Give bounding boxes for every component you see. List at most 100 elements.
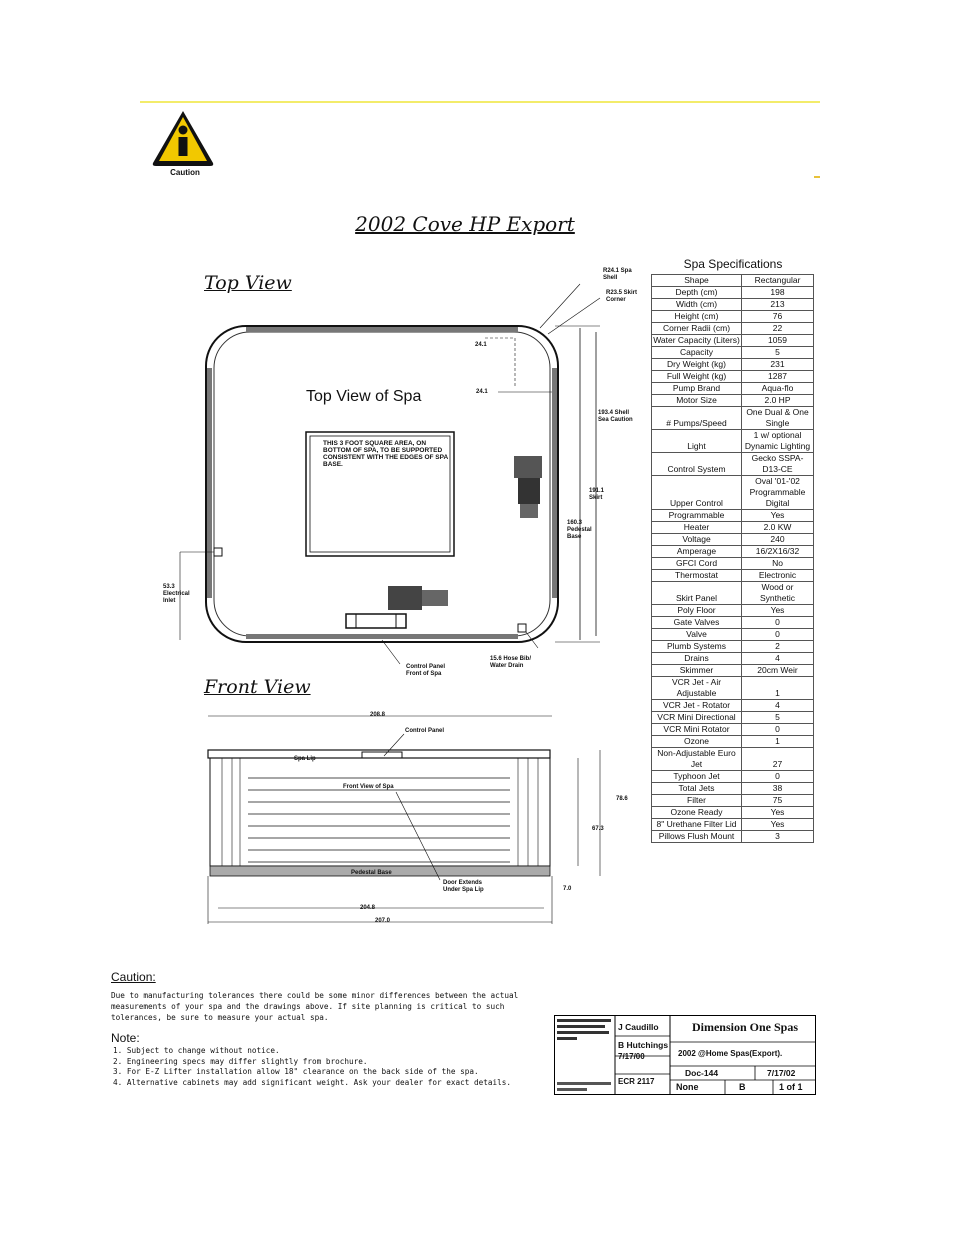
spec-value: 213 xyxy=(741,298,814,311)
drawing-title: 2002 @Home Spas(Export). xyxy=(678,1049,783,1058)
spec-label: Shape xyxy=(651,274,742,287)
spec-label: Depth (cm) xyxy=(651,286,742,299)
spec-table-title: Spa Specifications xyxy=(683,257,783,271)
front-view-inner-title: Front View of Spa xyxy=(343,784,394,790)
spec-value: 1 xyxy=(741,676,814,700)
dim-electrical: 53.3 Electrical Inlet xyxy=(163,584,190,604)
spec-label: Programmable xyxy=(651,509,742,522)
note-item: 3. For E-Z Lifter installation allow 18"… xyxy=(113,1067,479,1076)
spec-label: VCR Mini Rotator xyxy=(651,723,742,736)
caution-text: Due to manufacturing tolerances there co… xyxy=(111,991,519,1022)
spec-value: 0 xyxy=(741,723,814,736)
spec-value: 198 xyxy=(741,286,814,299)
spec-label: Ozone Ready xyxy=(651,806,742,819)
dim-shell: 193.4 Shell Sea Caution xyxy=(598,410,633,423)
caution-label: Caution xyxy=(170,168,200,177)
dim-24-b: 24.1 xyxy=(476,389,488,395)
spec-value: 2.0 HP xyxy=(741,394,814,407)
spec-label: Capacity xyxy=(651,346,742,359)
spec-label: Typhoon Jet xyxy=(651,770,742,783)
company-name: Dimension One Spas xyxy=(691,1020,799,1034)
spec-label: Upper Control xyxy=(651,475,742,510)
top-view-heading: Top View xyxy=(204,272,292,294)
spec-label: Amperage xyxy=(651,545,742,558)
spec-value: 5 xyxy=(741,346,814,359)
spec-value: No xyxy=(741,557,814,570)
spec-value: One Dual & One Single xyxy=(741,406,814,430)
scale: None xyxy=(676,1082,699,1092)
spec-value: Yes xyxy=(741,509,814,522)
spec-value: 1 xyxy=(741,735,814,748)
spec-row: Depth (cm)198 xyxy=(651,286,814,299)
spec-value: 5 xyxy=(741,711,814,724)
spec-label: VCR Mini Directional xyxy=(651,711,742,724)
top-view-inner-title: Top View of Spa xyxy=(306,388,422,405)
spec-value: 231 xyxy=(741,358,814,371)
page-title: 2002 Cove HP Export xyxy=(355,212,575,236)
spec-value: 16/2X16/32 xyxy=(741,545,814,558)
spec-label: Ozone xyxy=(651,735,742,748)
spec-value: 3 xyxy=(741,830,814,843)
spec-label: Total Jets xyxy=(651,782,742,795)
spec-value: Yes xyxy=(741,806,814,819)
spec-label: Skimmer xyxy=(651,664,742,677)
spec-label: Valve xyxy=(651,628,742,641)
dim-front-top: 208.8 xyxy=(370,712,386,718)
door-callout: Door Extends Under Spa Lip xyxy=(443,880,484,893)
date-drawn: 7/17/00 xyxy=(618,1052,645,1061)
front-view-drawing xyxy=(207,715,601,924)
dim-front-bottom-2: 207.0 xyxy=(375,918,391,924)
sheet-number: 1 of 1 xyxy=(779,1082,803,1092)
dim-front-right-1: 78.6 xyxy=(616,796,628,802)
spec-value: 75 xyxy=(741,794,814,807)
dim-pedestal: 160.3 Pedestal Base xyxy=(567,520,592,540)
spec-value: Wood or Synthetic xyxy=(741,581,814,605)
spec-row: Full Weight (kg)1287 xyxy=(651,370,814,383)
spec-label: Gate Valves xyxy=(651,616,742,629)
spec-label: Full Weight (kg) xyxy=(651,370,742,383)
header-tick xyxy=(814,176,820,178)
spec-label: Control System xyxy=(651,452,742,476)
spec-label: Drains xyxy=(651,652,742,665)
revision: B xyxy=(739,1082,746,1092)
spec-label: Filter xyxy=(651,794,742,807)
spec-label: Motor Size xyxy=(651,394,742,407)
spec-label: GFCI Cord xyxy=(651,557,742,570)
spec-label: Corner Radii (cm) xyxy=(651,322,742,335)
spec-row: Dry Weight (kg)231 xyxy=(651,358,814,371)
spec-label: Height (cm) xyxy=(651,310,742,323)
engineer: B Hutchings xyxy=(618,1040,669,1050)
spec-value: 2.0 KW xyxy=(741,521,814,534)
spec-row: Height (cm)76 xyxy=(651,310,814,323)
spec-value: 2 xyxy=(741,640,814,653)
control-panel-callout: Control Panel Front of Spa xyxy=(406,664,446,677)
pedestal-base-label: Pedestal Base xyxy=(351,870,392,876)
caution-heading: Caution: xyxy=(111,970,156,984)
spec-value: 0 xyxy=(741,628,814,641)
support-notice: THIS 3 FOOT SQUARE AREA, ON BOTTOM OF SP… xyxy=(323,440,448,468)
spec-value: Oval '01-'02 Programmable Digital xyxy=(741,475,814,510)
spec-label: Dry Weight (kg) xyxy=(651,358,742,371)
header-rule xyxy=(140,101,820,103)
dim-skirt: 191.1 Skirt xyxy=(589,488,605,501)
spec-value: 0 xyxy=(741,616,814,629)
note-item: 2. Engineering specs may differ slightly… xyxy=(113,1056,368,1066)
spec-value: 1059 xyxy=(741,334,814,347)
